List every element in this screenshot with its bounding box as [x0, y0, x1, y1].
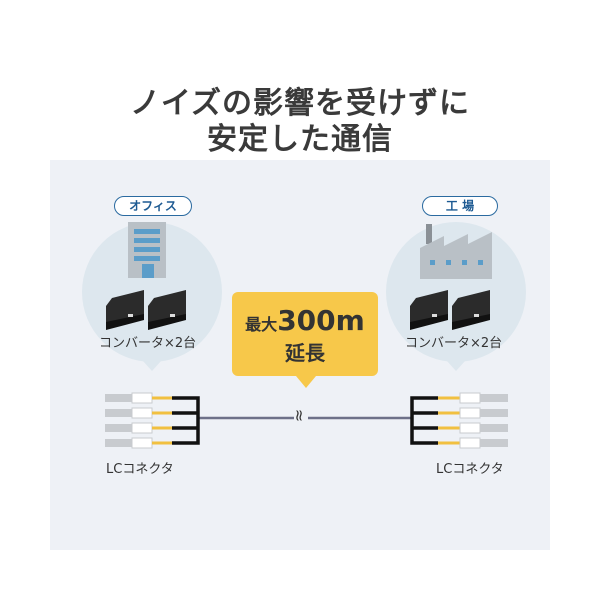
- factory-bubble-tail: [447, 361, 465, 371]
- right-connector-label: LCコネクタ: [436, 462, 504, 477]
- converter-pair-icon: [106, 290, 186, 330]
- converter-pair-icon: [410, 290, 490, 330]
- office-bubble-tail: [143, 361, 161, 371]
- callout-tail: [296, 376, 316, 388]
- factory-icon: [420, 224, 492, 279]
- office-building-icon: [128, 222, 166, 278]
- headline-line2: 安定した通信: [207, 122, 393, 157]
- factory-label: 工 場: [422, 196, 498, 216]
- right-lc-connectors: [410, 392, 508, 449]
- factory-converter-label: コンバータ×2台: [405, 336, 503, 351]
- office-label: オフィス: [114, 196, 192, 216]
- distance-callout: 最大300m 延長: [232, 292, 378, 376]
- callout-distance: 300m: [277, 304, 365, 337]
- headline-line1: ノイズの影響を受けずに: [129, 86, 471, 121]
- callout-prefix: 最大: [245, 315, 278, 334]
- callout-suffix: 延長: [285, 341, 325, 365]
- left-lc-connectors: [105, 392, 200, 449]
- left-connector-label: LCコネクタ: [106, 462, 174, 477]
- fiber-cable-diagram: [105, 392, 508, 449]
- office-converter-label: コンバータ×2台: [99, 336, 197, 351]
- cable-break-symbol: ≈: [290, 408, 310, 423]
